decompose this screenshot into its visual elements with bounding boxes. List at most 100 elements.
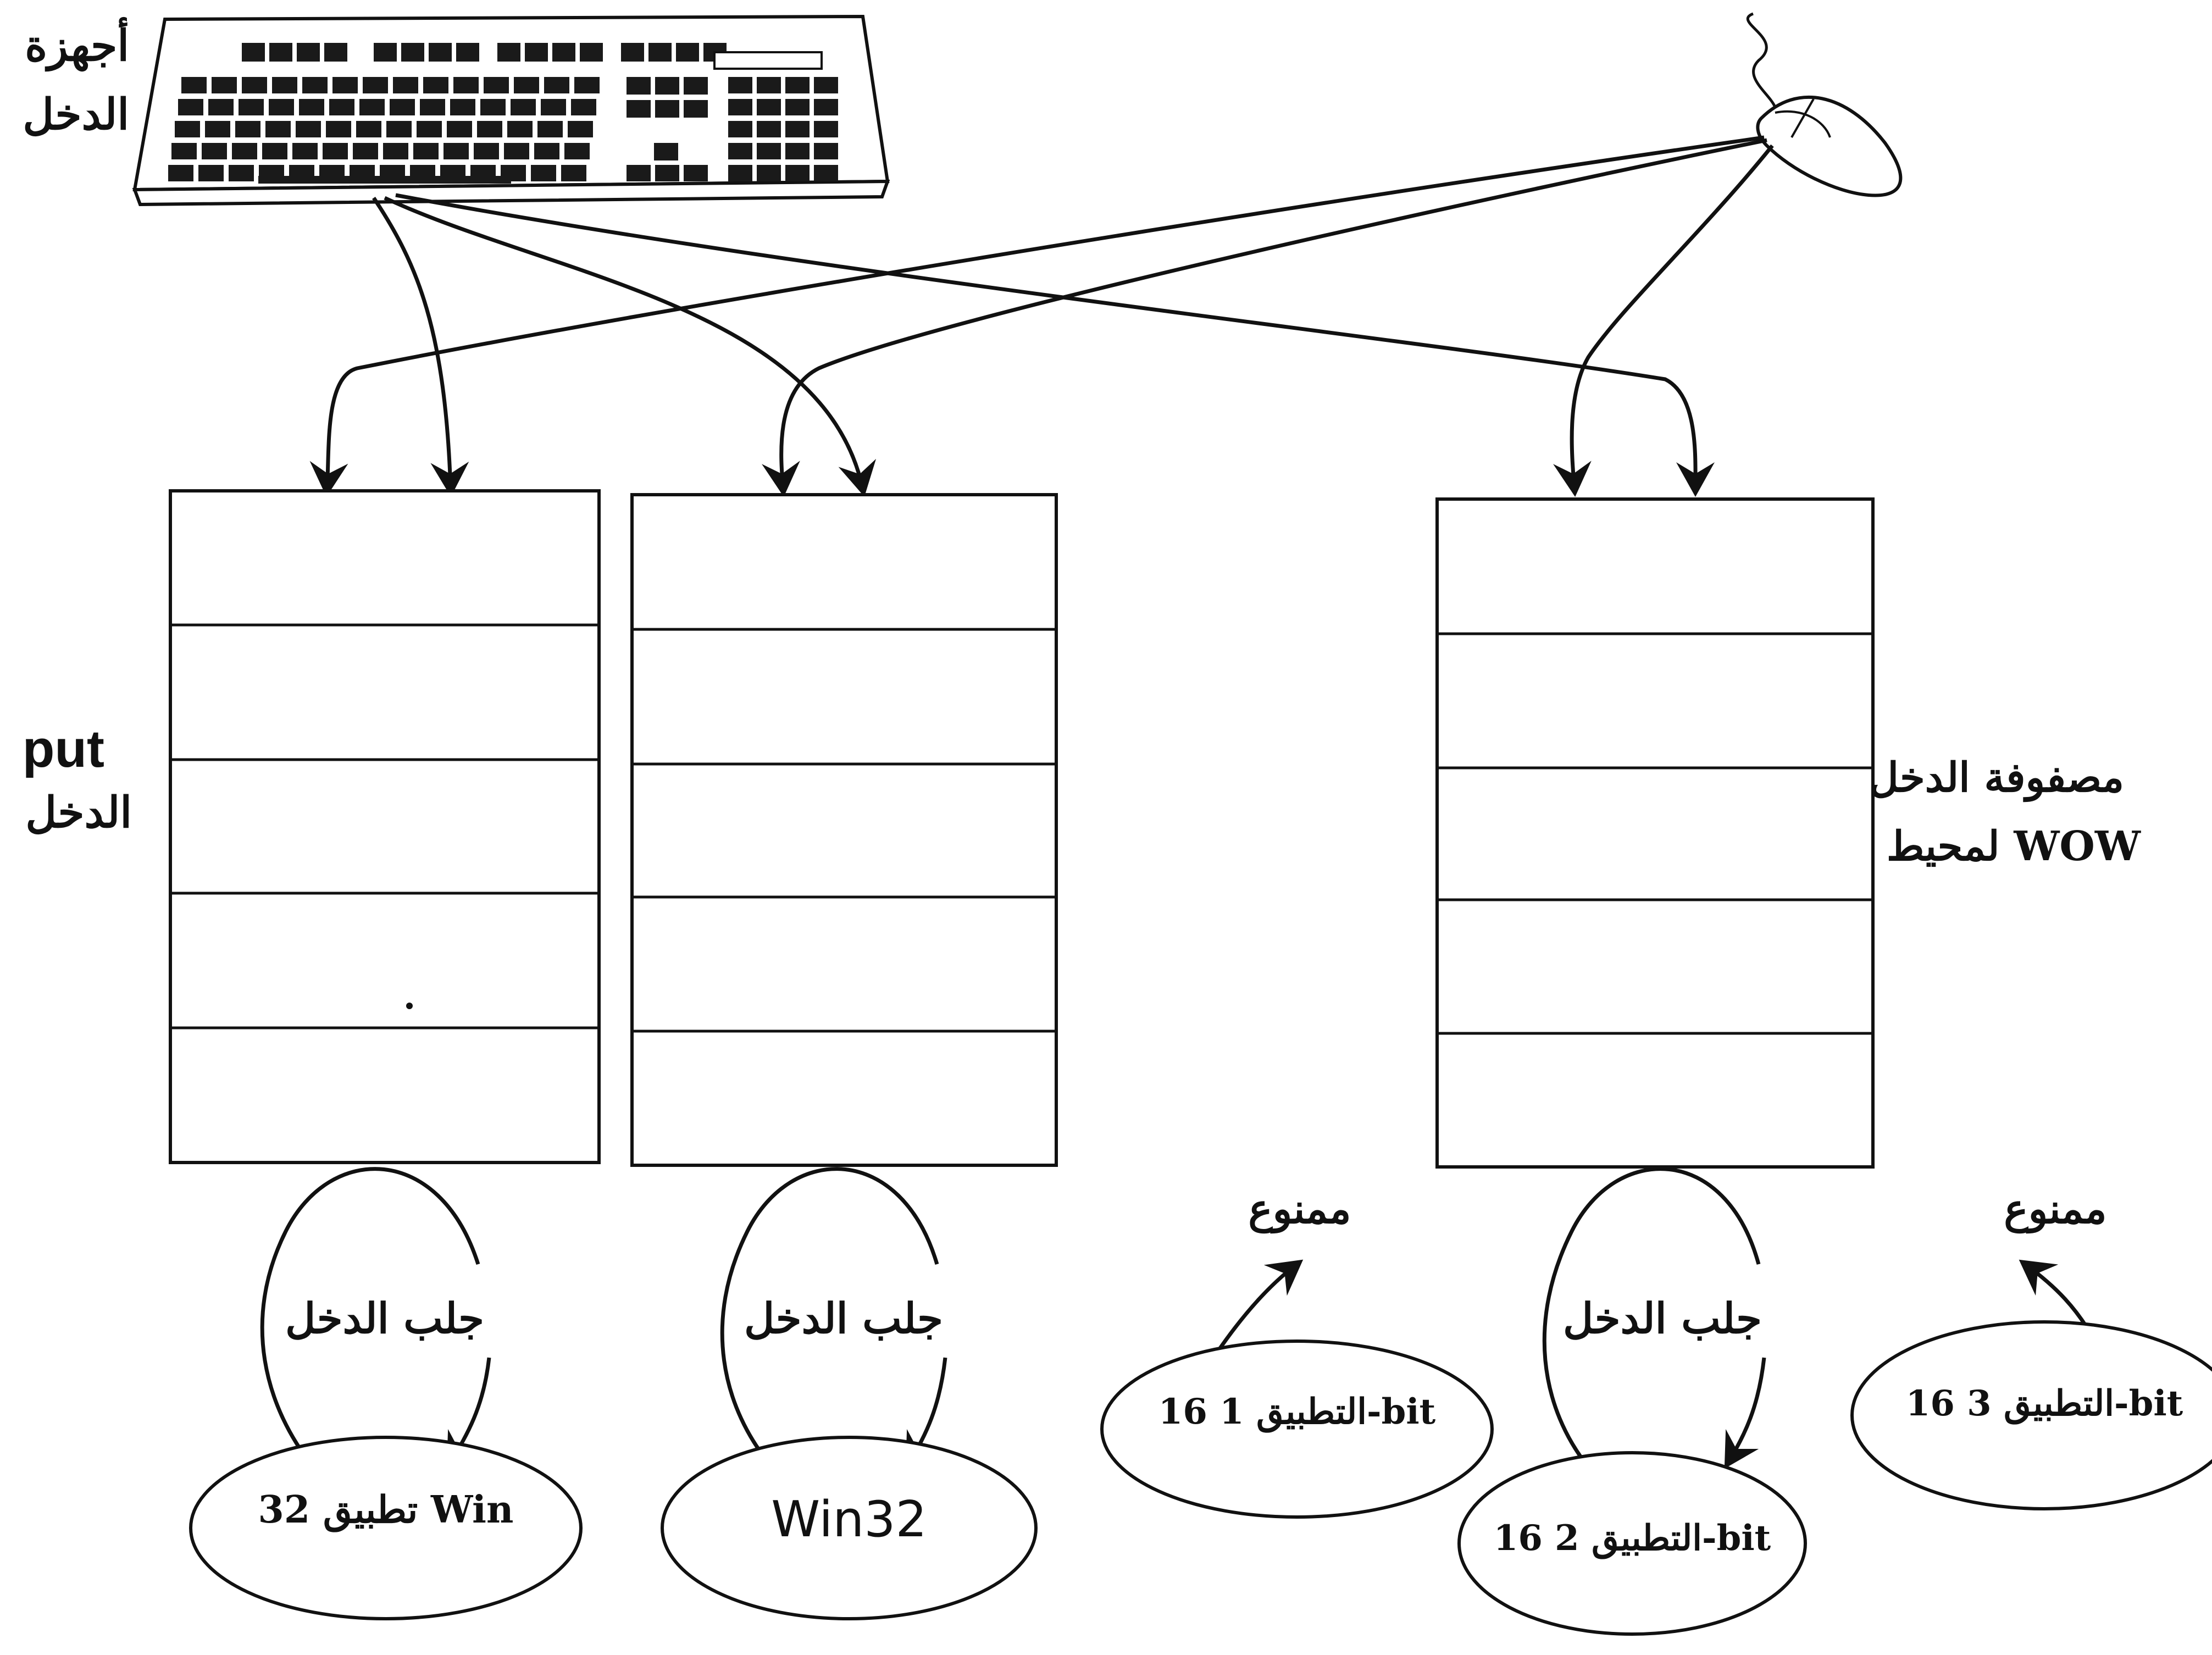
keyboard-key (326, 121, 351, 137)
arrow-key (627, 165, 651, 181)
fetch-input-label-b: جلب الدخل (744, 1294, 943, 1343)
keyboard-key (511, 99, 536, 115)
nav-key (684, 100, 708, 118)
keyboard-key (229, 165, 254, 181)
wow-queue-label: مصفوفة الدخل (1869, 754, 2124, 802)
keyboard-key (480, 99, 506, 115)
app16-2: التطبيق 2 16-bit (1457, 1451, 1807, 1636)
app16-1: التطبيق 1 16-bit (1100, 1340, 1494, 1519)
keyboard-key (544, 77, 569, 93)
keyboard-key (232, 143, 257, 159)
keyboard-key (447, 121, 472, 137)
keyboard-key (292, 143, 318, 159)
keyboard-key (208, 99, 234, 115)
function-key (401, 43, 424, 62)
function-key (552, 43, 575, 62)
input-devices-label-line2: الدخل (23, 90, 129, 140)
function-key (242, 43, 265, 62)
left-queue-label-line2: الدخل (25, 788, 132, 838)
numpad-key (785, 143, 810, 159)
keyboard-key (359, 99, 385, 115)
keyboard-key (417, 121, 442, 137)
keyboard-key (474, 143, 499, 159)
keyboard-key (568, 121, 593, 137)
keyboard-key (453, 77, 479, 93)
numpad-key (785, 99, 810, 115)
numpad-key (757, 77, 781, 93)
numpad-key (757, 121, 781, 137)
keyboard-key (484, 77, 509, 93)
blocked-label-app3: ممنوع (2004, 1186, 2106, 1234)
keyboard-key (205, 121, 230, 137)
keyboard-key (413, 143, 439, 159)
fetch-input-label-a: جلب الدخل (285, 1294, 484, 1343)
app16-2-label: التطبيق 2 16-bit (1494, 1518, 1771, 1559)
keyboard-key (323, 143, 348, 159)
function-key (324, 43, 347, 62)
keyboard-key (262, 143, 287, 159)
wow-queue-label-line2: لمحيط WOW (1887, 823, 2141, 870)
function-key (429, 43, 452, 62)
keyboard-key (514, 77, 539, 93)
fetch-input-label-wow: جلب الدخل (1563, 1294, 1762, 1343)
keyboard-key (171, 143, 197, 159)
nav-key (684, 77, 708, 95)
app16-1-label: التطبيق 1 16-bit (1158, 1391, 1436, 1433)
nav-key (627, 77, 651, 95)
keyboard-key (383, 143, 408, 159)
input-queue-b (630, 493, 1058, 1167)
function-key (648, 43, 672, 62)
keyboard-key (390, 99, 415, 115)
numpad-key (814, 121, 838, 137)
keyboard-key (202, 143, 227, 159)
keyboard-key (272, 77, 297, 93)
numpad-key (785, 77, 810, 93)
keyboard-key (564, 143, 590, 159)
keyboard-key (571, 99, 596, 115)
keyboard-key (235, 121, 260, 137)
fetch-loop-a: جلب الدخل (260, 1167, 491, 1472)
nav-key (655, 77, 679, 95)
numpad-key (728, 165, 752, 181)
wow-input-queue (1435, 497, 1875, 1169)
keyboard-key (386, 121, 412, 137)
function-key (676, 43, 699, 62)
keyboard-key (175, 121, 200, 137)
keyboard-key (212, 77, 237, 93)
fetch-loop-wow: جلب الدخل (1542, 1167, 1766, 1472)
nav-key (627, 100, 651, 118)
function-key (525, 43, 548, 62)
keyboard-key (363, 77, 388, 93)
win32-app-b: Win32 (661, 1436, 1038, 1620)
function-key (497, 43, 520, 62)
keyboard-key (178, 99, 203, 115)
keyboard-key (356, 121, 381, 137)
keyboard-key (423, 77, 448, 93)
keyboard-key (242, 77, 267, 93)
numpad-key (757, 99, 781, 115)
numpad-key (757, 165, 781, 181)
numpad-key (814, 143, 838, 159)
function-key (269, 43, 292, 62)
keyboard-key (329, 99, 354, 115)
function-key (580, 43, 603, 62)
fetch-loop-b: جلب الدخل (720, 1167, 947, 1472)
win32-app-a-label: تطبيق 32 Win (258, 1488, 514, 1532)
keyboard-key (477, 121, 502, 137)
keyboard-key (198, 165, 224, 181)
numpad-key (728, 121, 752, 137)
keyboard-key (332, 77, 358, 93)
numpad-key (785, 165, 810, 181)
function-key (456, 43, 479, 62)
keyboard-key (353, 143, 378, 159)
keyboard-key (507, 121, 533, 137)
function-key (374, 43, 397, 62)
numpad-key (814, 99, 838, 115)
keyboard-key (534, 143, 559, 159)
numpad-key (728, 143, 752, 159)
keyboard-key (181, 77, 207, 93)
function-key (297, 43, 320, 62)
numpad-key (728, 77, 752, 93)
keyboard-key (450, 99, 475, 115)
